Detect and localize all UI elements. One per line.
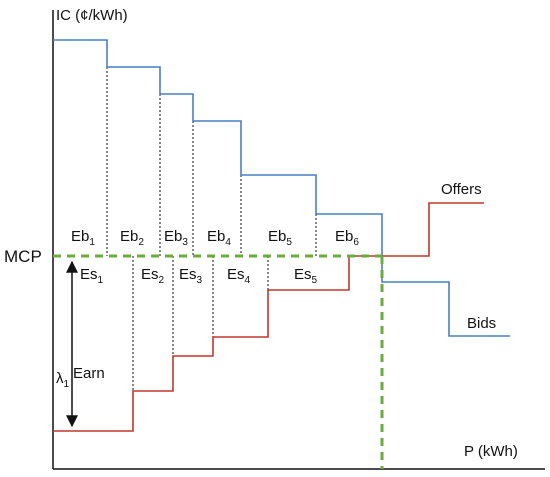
mcp-label: MCP bbox=[4, 247, 42, 266]
offer-block-label: Es4 bbox=[227, 266, 251, 286]
bid-block-label: Eb4 bbox=[207, 228, 231, 248]
bid-dividers bbox=[106, 67, 317, 256]
bids-curve bbox=[53, 39, 510, 337]
bid-block-label: Eb3 bbox=[164, 228, 188, 248]
offer-block-label: Es1 bbox=[80, 266, 104, 286]
offer-block-label: Es5 bbox=[294, 266, 318, 286]
offer-dividers bbox=[132, 256, 269, 391]
y-axis-label: IC (¢/kWh) bbox=[56, 7, 128, 24]
x-axis-label: P (kWh) bbox=[464, 443, 518, 460]
offers-curve bbox=[53, 202, 484, 432]
bid-block-label: Eb2 bbox=[120, 228, 144, 248]
offer-block-label: Es3 bbox=[179, 266, 203, 286]
offers-label: Offers bbox=[441, 181, 482, 198]
bid-block-label: Eb6 bbox=[335, 228, 359, 248]
earn-label: Earn bbox=[73, 365, 105, 382]
offer-block-label: Es2 bbox=[141, 266, 165, 286]
bid-block-label: Eb5 bbox=[268, 228, 292, 248]
bids-label: Bids bbox=[467, 315, 496, 332]
lambda-label: λ1 bbox=[56, 370, 70, 390]
bid-block-label: Eb1 bbox=[71, 228, 95, 248]
